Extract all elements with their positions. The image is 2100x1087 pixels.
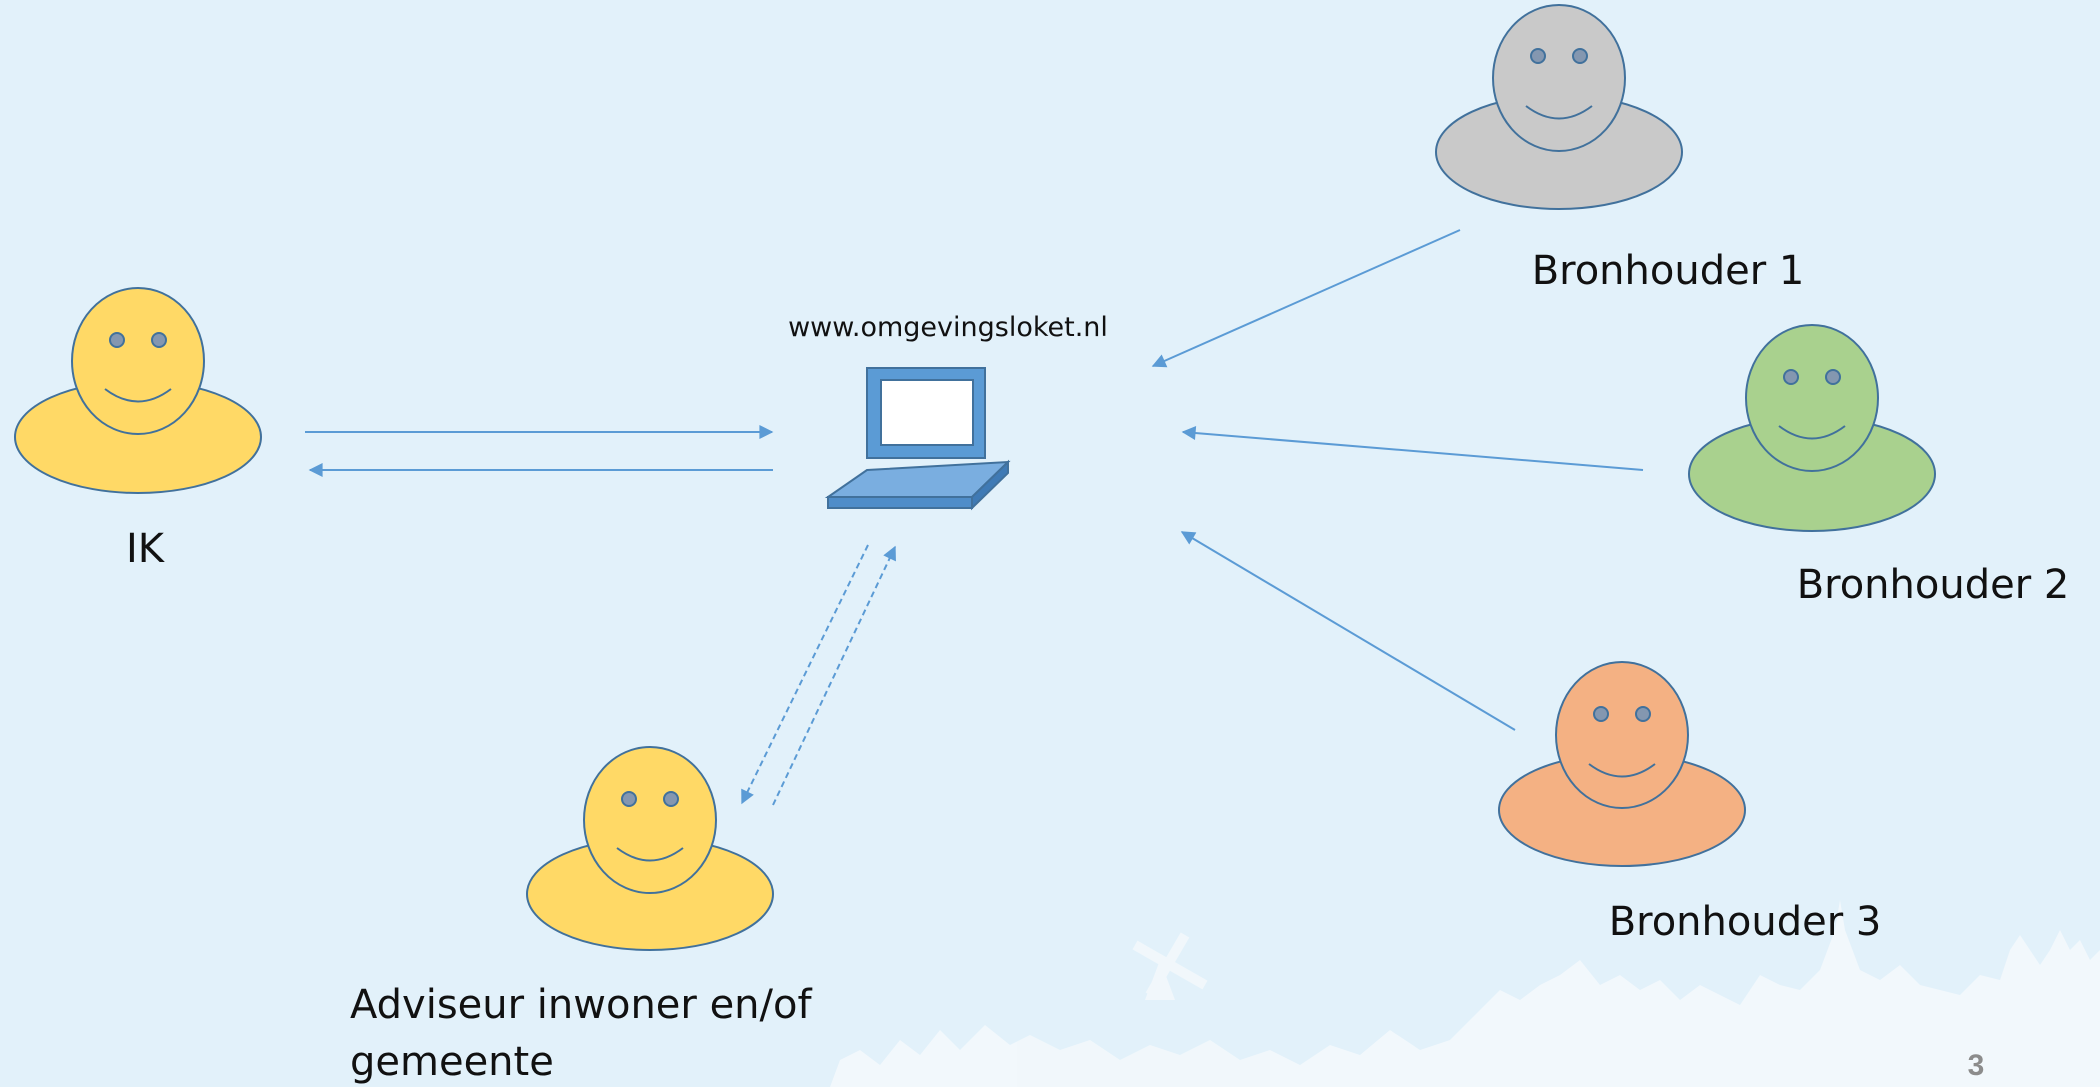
- connectors: [305, 229, 1644, 806]
- website-url-label: www.omgevingsloket.nl: [788, 312, 1108, 343]
- person-bronhouder-3: Bronhouder 3: [1498, 661, 1882, 945]
- laptop-icon: [824, 367, 1011, 511]
- website-node: www.omgevingsloket.nl: [788, 312, 1108, 511]
- person-label: Bronhouder 1: [1532, 248, 1805, 294]
- smiley-person-icon: [14, 287, 262, 494]
- person-ik: IK: [14, 287, 262, 572]
- smiley-person-icon: [1435, 4, 1683, 210]
- arrow-bronhouder-3-to-website: [1180, 531, 1516, 731]
- person-label: Bronhouder 3: [1609, 899, 1882, 945]
- person-label-line1: Adviseur inwoner en/of: [350, 982, 812, 1028]
- arrow-bronhouder-1-to-website: [1151, 229, 1461, 368]
- person-label-line2: gemeente: [350, 1039, 554, 1085]
- smiley-person-icon: [526, 746, 774, 951]
- arrow-website-to-adviseur: [741, 544, 869, 805]
- page-number: 3: [1968, 1049, 1985, 1082]
- village-silhouette-decoration: [830, 900, 2100, 1087]
- arrow-bronhouder-2-to-website: [1181, 426, 1644, 471]
- person-bronhouder-1: Bronhouder 1: [1435, 4, 1805, 294]
- person-label: Bronhouder 2: [1797, 562, 2070, 608]
- person-bronhouder-2: Bronhouder 2: [1688, 324, 2070, 608]
- arrow-adviseur-to-website: [772, 545, 896, 806]
- smiley-person-icon: [1688, 324, 1936, 532]
- smiley-person-icon: [1498, 661, 1746, 867]
- person-adviseur: Adviseur inwoner en/of gemeente: [350, 746, 812, 1085]
- person-label: IK: [126, 526, 166, 572]
